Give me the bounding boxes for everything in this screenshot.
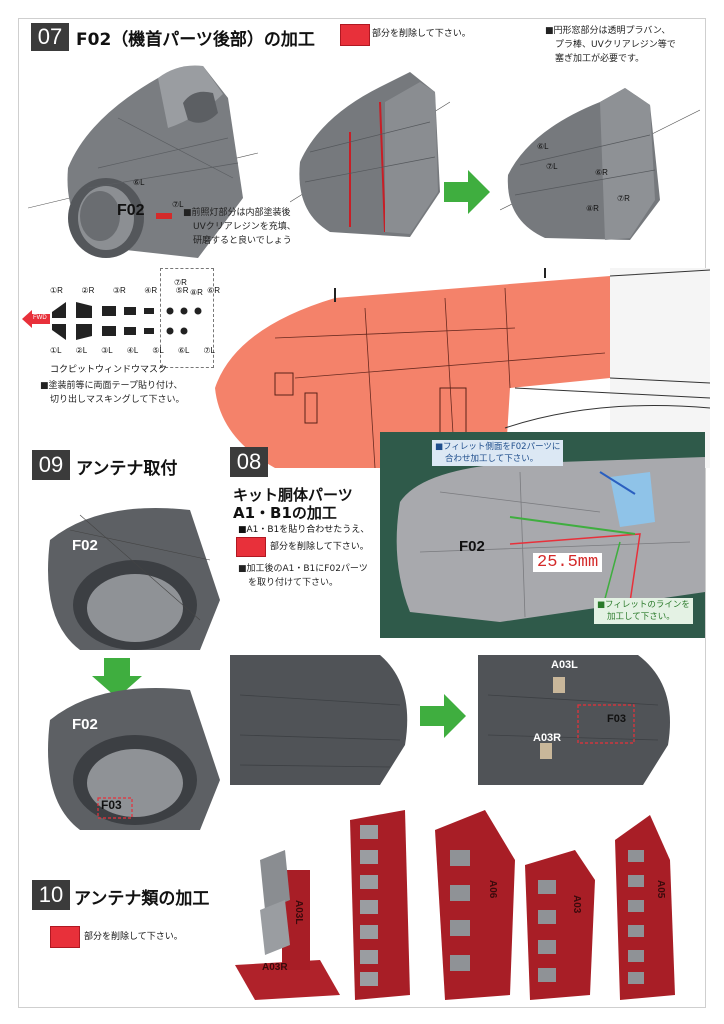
- mask-label: ①L: [50, 346, 62, 355]
- mask-label: ④L: [126, 346, 139, 355]
- mask-label: ②L: [75, 346, 88, 355]
- mask-label: ⑦L: [203, 346, 215, 355]
- measurement-label: 25.5mm: [533, 553, 603, 572]
- step10-delete-swatch: [50, 926, 80, 948]
- mask-label: ③L: [101, 346, 113, 355]
- note-line: 塞ぎ加工が必要です。: [555, 54, 645, 64]
- f02-finished-render: [500, 88, 700, 240]
- sprue-text: A03L: [293, 900, 304, 925]
- photo-part-label: F02: [459, 538, 485, 555]
- note-line: ■加工後のA1・B1にF02パーツ: [238, 564, 368, 574]
- antenna-sprues: [235, 810, 675, 1000]
- mask-label: ②R: [81, 286, 95, 295]
- step07-window-note: ■円形窓部分は透明プラバン、 プラ棒、UVクリアレジン等で 塞ぎ加工が必要です。: [545, 24, 676, 66]
- part-a03l: A03L: [551, 659, 578, 671]
- step08-title-1: キット胴体パーツ: [233, 486, 353, 504]
- mask-label: ④R: [144, 286, 158, 295]
- note-line: ■円形窓部分は透明プラバン、: [545, 26, 671, 36]
- sprue-text: A03R: [262, 962, 288, 973]
- step08-legend: 部分を削除して下さい。: [270, 542, 369, 552]
- fwd-label: FWD: [33, 315, 47, 321]
- step09-label-f02-top: F02: [72, 537, 98, 554]
- step10-number: 10: [32, 880, 70, 910]
- step09-label-f02-bottom: F02: [72, 716, 98, 733]
- step07-arrow-icon: [444, 170, 490, 214]
- step07-number: 07: [31, 23, 69, 51]
- note-line: 切り出しマスキングして下さい。: [50, 395, 185, 405]
- mask-label: ⑧R: [190, 288, 203, 297]
- step07-delete-swatch: [340, 24, 370, 46]
- step09-label-f03: F03: [101, 798, 122, 812]
- window-label: ⑦L: [546, 162, 558, 171]
- mask-label: ⑦R: [174, 278, 187, 287]
- f02-cut-render: [290, 72, 450, 237]
- mask-dashed-box: [160, 268, 214, 368]
- mask-label: ⑥L: [177, 346, 190, 355]
- note-line: ■前照灯部分は内部塗装後: [183, 208, 291, 218]
- note-line: 合わせ加工して下さい。: [445, 454, 539, 464]
- step09-number: 09: [32, 450, 70, 480]
- mask-caption: コクピットウィンドウマスク: [50, 365, 168, 375]
- step08-render-after: [478, 655, 670, 785]
- window-label: ⑥L: [133, 178, 145, 187]
- step07-part-label: F02: [117, 202, 145, 219]
- step08-render-before: [230, 655, 408, 785]
- note-line: 研磨すると良いでしょう: [193, 236, 292, 246]
- photo-note-bottom: ■フィレットのラインを 加工して下さい。: [594, 598, 693, 624]
- note-line: プラ棒、UVクリアレジン等で: [555, 40, 676, 50]
- window-label: ⑦L: [172, 200, 184, 209]
- step10-legend: 部分を削除して下さい。: [84, 932, 183, 942]
- note-line: UVクリアレジンを充填、: [193, 222, 296, 232]
- step09-arrow-icon: [92, 658, 142, 698]
- part-f03: F03: [607, 713, 626, 725]
- step09-render-top: [48, 508, 220, 650]
- mask-label: ③R: [112, 286, 126, 295]
- step07-legend: 部分を削除して下さい。: [372, 29, 471, 39]
- sprue-text: A06: [487, 880, 498, 899]
- part-a03r: A03R: [533, 732, 562, 744]
- fwd-arrow-icon: [22, 310, 50, 328]
- mask-note: ■塗装前等に両面テープ貼り付け、 切り出しマスキングして下さい。: [40, 379, 184, 407]
- step08-instr2: ■加工後のA1・B1にF02パーツ を取り付けて下さい。: [238, 562, 368, 590]
- note-line: ■塗装前等に両面テープ貼り付け、: [40, 381, 183, 391]
- step08-delete-swatch: [236, 537, 266, 557]
- step09-render-bottom: [48, 688, 220, 830]
- sprue-text: A05: [655, 880, 666, 899]
- photo-note-top: ■フィレット側面をF02パーツに 合わせ加工して下さい。: [432, 440, 564, 466]
- note-line: 加工して下さい。: [607, 612, 675, 622]
- note-line: ■フィレット側面をF02パーツに: [435, 442, 561, 452]
- step08-title-2: A1・B1の加工: [233, 504, 337, 522]
- window-label: ⑥L: [537, 142, 549, 151]
- mask-bottom-labels: ①L ②L ③L ④L ⑤L ⑥L ⑦L: [50, 346, 215, 355]
- step08-instr1: ■A1・B1を貼り合わせたうえ、: [238, 525, 370, 535]
- sprue-text: A03: [571, 895, 582, 914]
- f02-nose-render: [28, 65, 258, 258]
- mask-label: ①R: [50, 286, 63, 295]
- step08-number: 08: [230, 447, 268, 477]
- note-line: ■フィレットのラインを: [597, 600, 690, 610]
- step08-arrow-icon: [420, 694, 466, 738]
- mask-shapes: [52, 302, 202, 340]
- note-line: を取り付けて下さい。: [248, 578, 339, 588]
- window-label: ⑧R: [586, 204, 599, 213]
- mask-label: ⑤R: [175, 286, 189, 295]
- step09-title: アンテナ取付: [76, 459, 178, 479]
- step07-lamp-note: ■前照灯部分は内部塗装後 UVクリアレジンを充填、 研磨すると良いでしょう: [183, 206, 296, 248]
- page-frame: [18, 18, 706, 1008]
- step07-title: F02（機首パーツ後部）の加工: [76, 30, 315, 50]
- mask-label: ⑤L: [152, 346, 164, 355]
- step10-title: アンテナ類の加工: [74, 889, 210, 909]
- window-label: ⑦R: [617, 194, 630, 203]
- window-label: ⑥R: [595, 168, 608, 177]
